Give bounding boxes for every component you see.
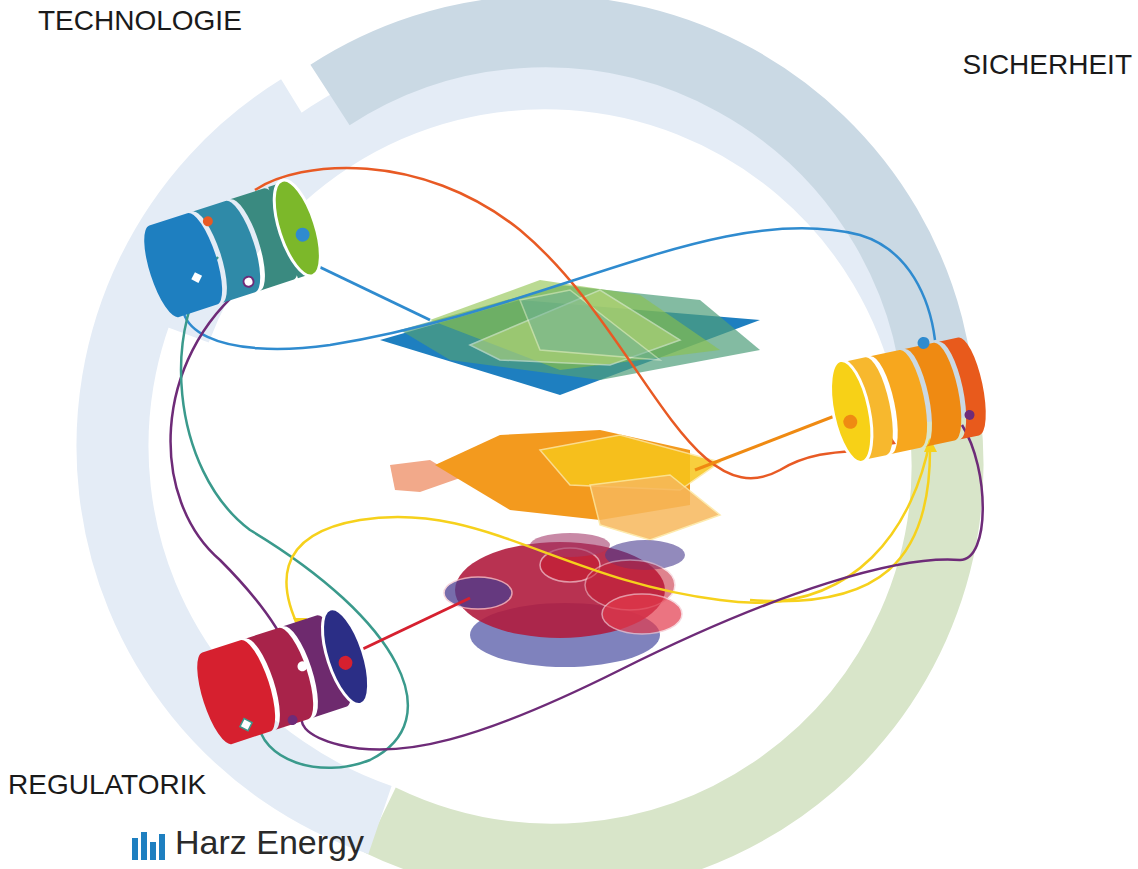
brand-name: Harz Energy xyxy=(175,824,364,861)
ring-segment xyxy=(112,110,380,820)
ring-segment xyxy=(380,420,948,860)
logo-mark xyxy=(132,832,165,860)
arrowheads xyxy=(293,432,937,632)
cylinder xyxy=(188,603,378,750)
cylinder xyxy=(135,175,329,323)
shape-cluster xyxy=(380,280,760,395)
axis-label: REGULATORIK xyxy=(8,770,206,801)
curves xyxy=(171,168,983,768)
axis-label: SICHERHEIT xyxy=(962,50,1132,81)
cylinder xyxy=(822,327,994,466)
shape-cluster xyxy=(444,533,685,667)
shape-cluster xyxy=(390,430,720,540)
axis-label: TECHNOLOGIE xyxy=(38,6,242,37)
